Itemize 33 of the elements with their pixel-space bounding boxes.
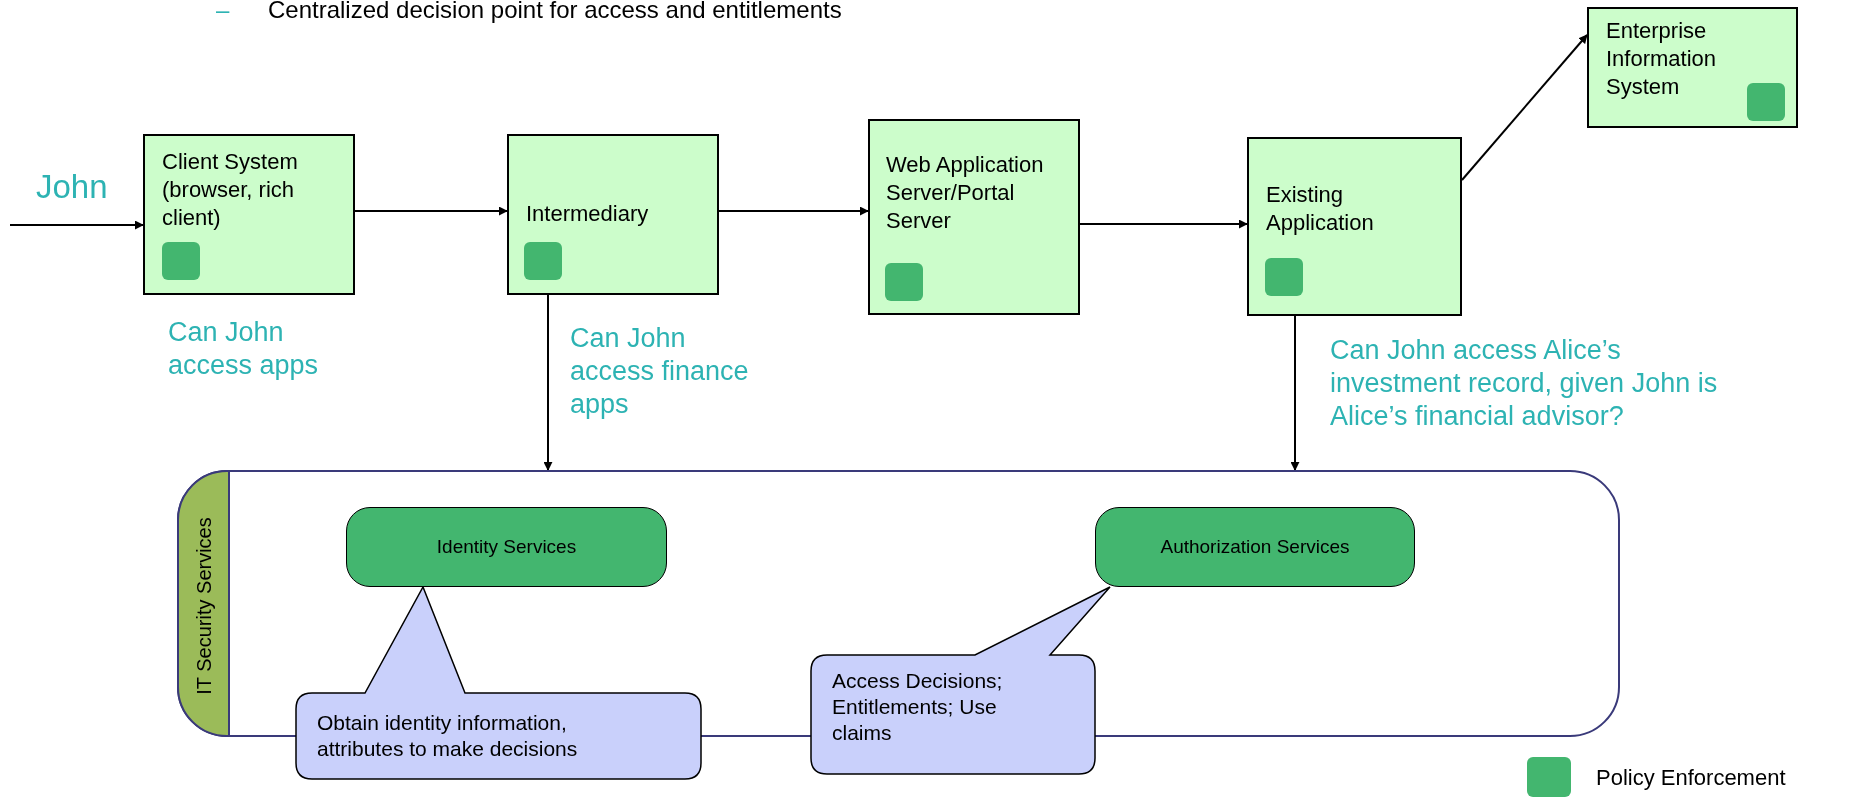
system-box <box>507 134 719 295</box>
box-label: Web Application Server/Portal Server <box>886 151 1045 235</box>
system-box <box>868 119 1080 315</box>
callout-bubble <box>295 586 702 780</box>
callout-bubble <box>810 586 1112 775</box>
system-box <box>143 134 355 295</box>
arrow <box>354 206 508 216</box>
box-label: Intermediary <box>526 200 650 228</box>
arrow <box>543 294 553 471</box>
arrow <box>1461 34 1588 181</box>
person-label: John <box>36 168 108 206</box>
bullet-text: Centralized decision point for access and entitlements <box>268 0 842 24</box>
service-box <box>1095 507 1415 587</box>
arrow <box>1079 219 1248 229</box>
box-label: Existing Application <box>1266 181 1375 237</box>
system-box <box>1587 7 1798 128</box>
service-label: Identity Services <box>436 536 577 558</box>
box-label: Client System (browser, rich client) <box>162 148 299 232</box>
box-label: Enterprise Information System <box>1606 17 1718 101</box>
service-label: Authorization Services <box>1160 536 1350 558</box>
bullet-dash: – <box>216 0 230 24</box>
system-box <box>1247 137 1462 316</box>
callout-text: Access Decisions; Entitlements; Use claims <box>832 668 1004 746</box>
arrow <box>718 206 869 216</box>
legend-label: Policy Enforcement <box>1596 765 1786 791</box>
service-box <box>346 507 667 587</box>
band-label: IT Security Services <box>192 516 216 695</box>
question-note: Can John access apps <box>168 316 320 382</box>
callout-text: Obtain identity information, attributes to make decisions <box>317 710 579 762</box>
arrow <box>1290 315 1300 471</box>
edge-label: Can John access finance apps <box>570 322 750 421</box>
arrow <box>9 220 144 230</box>
edge-label: Can John access Alice’s investment record, given John is Alice’s financial advisor? <box>1330 334 1719 433</box>
